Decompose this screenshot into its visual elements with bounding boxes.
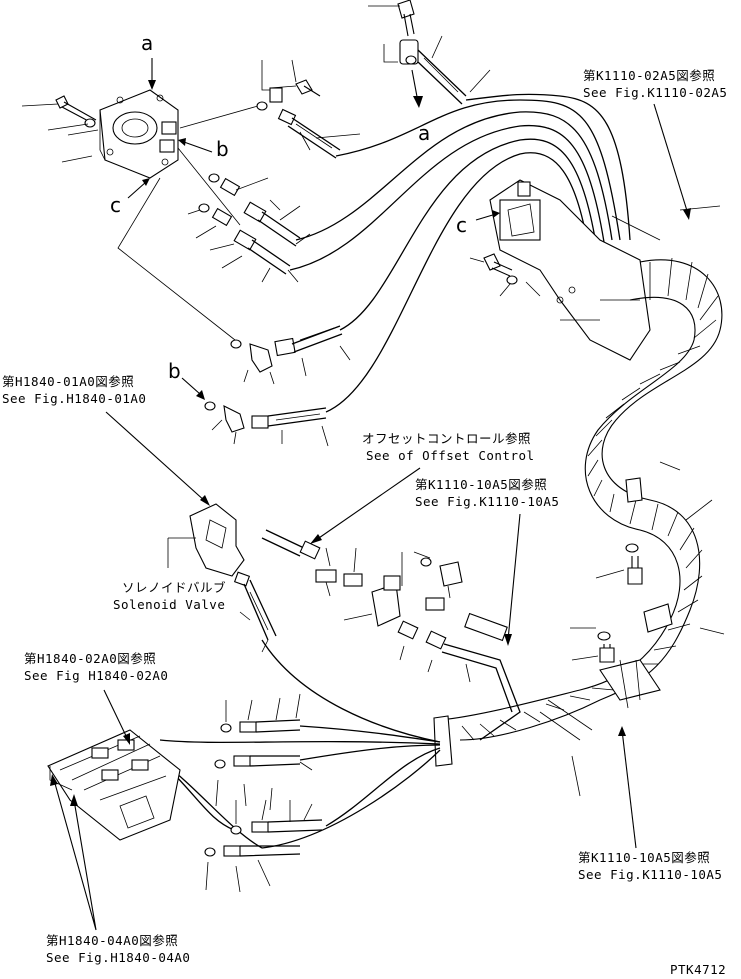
ref-h1840-02a0-jp: 第H1840-02A0図参照 [24,651,156,666]
label-solenoid-valve-jp: ソレノイドバルブ [122,580,226,595]
fittings-row-1 [208,173,269,197]
ref-h1840-04a0-en: See Fig.H1840-04A0 [46,950,190,965]
bolt-left [21,95,97,131]
valve-link-lines [117,105,259,341]
dash-lines [611,205,721,241]
marker-b-upper: b [216,137,229,161]
fittings-row-4 [230,325,351,385]
leader-h1840-01a0 [105,411,207,503]
offset-control-fittings [261,529,521,741]
ref-k1110-02a5-jp: 第K1110-02A5図参照 [583,68,715,83]
leader-offset-control [315,467,421,541]
ref-h1840-02a0-en: See Fig H1840-02A0 [24,668,168,683]
ref-k1110-10a5-bottom-jp: 第K1110-10A5図参照 [578,850,710,865]
ref-k1110-10a5-top-jp: 第K1110-10A5図参照 [415,477,547,492]
pilot-valve-block-top [99,89,179,179]
leader-bundle [571,755,581,797]
pilot-valve-assembly-bottom [47,729,181,841]
elbow-fitting-top [256,59,321,111]
marker-c-left: c [110,193,121,217]
marker-a-top: a [141,31,153,55]
ref-h1840-04a0-jp: 第H1840-04A0図参照 [46,933,178,948]
bracket-c-right [489,179,651,361]
arrow-b-lower [181,377,201,395]
ref-offset-control-en: See of Offset Control [366,448,535,463]
marker-b-lower: b [168,359,181,383]
ref-k1110-10a5-top-en: See Fig.K1110-10A5 [415,494,559,509]
leader-k1110-02a5 [653,103,689,215]
fittings-row-3 [209,229,299,283]
leader-h1840-02a0 [103,689,129,741]
leader-k1110-10a5-bottom [621,729,637,849]
hose-bundle-upper [289,93,631,413]
arrow-b-upper [183,141,213,153]
lower-fittings [204,693,323,893]
bolts-right-side [570,543,643,663]
marker-a-mid: a [418,121,430,145]
leader-h1840-04a0 [53,779,97,931]
fittings-row-2 [187,199,311,247]
ref-h1840-01a0-en: See Fig.H1840-01A0 [2,391,146,406]
leader-k1110-10a5-top [507,513,521,641]
ref-offset-control-jp: オフセットコントロール参照 [362,431,531,446]
fittings-row-5 [204,401,329,447]
ref-k1110-02a5-en: See Fig.K1110-02A5 [583,85,727,100]
label-solenoid-valve-en: Solenoid Valve [113,597,225,612]
spiral-wrap-bundle [439,257,725,741]
bolt-bracket [469,253,541,297]
marker-c-right: c [456,213,467,237]
hose-end-top-1 [277,108,361,159]
leader-valve [61,129,99,163]
hose-bundle-lower [159,639,441,849]
arrow-c-left [127,181,147,199]
solenoid-valve [167,503,277,653]
ref-k1110-10a5-bottom-en: See Fig.K1110-10A5 [578,867,722,882]
drawing-code: PTK4712 [670,962,726,977]
ref-h1840-01a0-jp: 第H1840-01A0図参照 [2,374,134,389]
elbow-fitting-top-right [368,0,491,105]
